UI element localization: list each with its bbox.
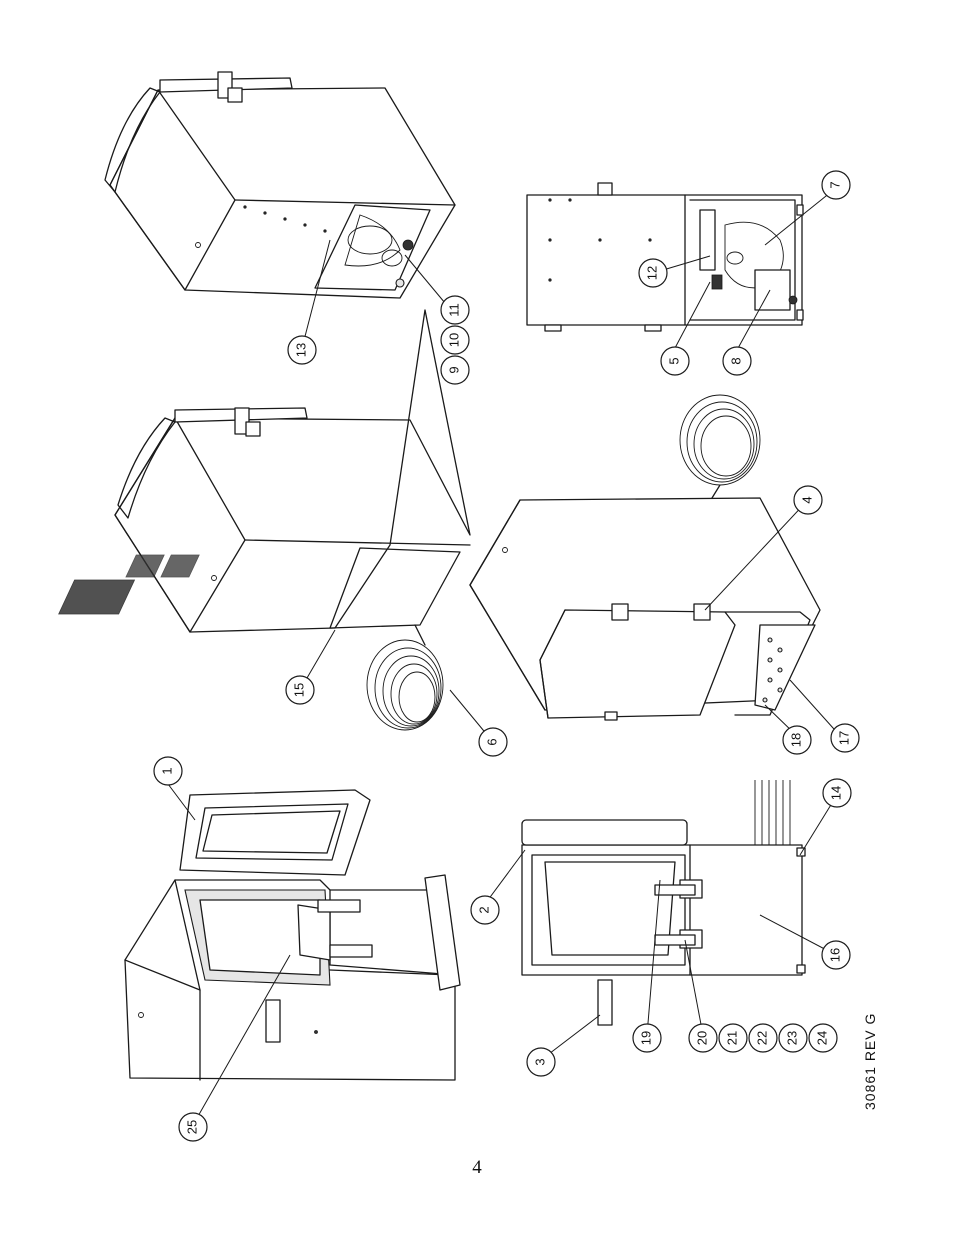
callout-4: 4 xyxy=(793,485,823,515)
callout-19: 19 xyxy=(632,1023,662,1053)
callout-14: 14 xyxy=(822,778,852,808)
svg-text:1: 1 xyxy=(159,767,174,774)
svg-text:17: 17 xyxy=(836,731,851,745)
callout-18: 18 xyxy=(782,725,812,755)
view-side-elevation xyxy=(526,182,804,332)
svg-text:19: 19 xyxy=(638,1031,653,1045)
callout-23: 23 xyxy=(778,1023,808,1053)
callout-3: 3 xyxy=(526,1047,556,1077)
view-open-door-iso xyxy=(124,789,461,1081)
callout-17: 17 xyxy=(830,723,860,753)
callout-7: 7 xyxy=(821,170,851,200)
svg-text:12: 12 xyxy=(644,266,659,280)
callout-25: 25 xyxy=(178,1112,208,1142)
page-number: 4 xyxy=(472,1157,482,1178)
svg-text:9: 9 xyxy=(446,366,461,373)
svg-text:14: 14 xyxy=(828,786,843,800)
callout-9: 9 xyxy=(440,355,470,385)
callout-8: 8 xyxy=(722,346,752,376)
svg-text:4: 4 xyxy=(799,496,814,503)
svg-text:16: 16 xyxy=(827,948,842,962)
svg-text:5: 5 xyxy=(666,357,681,364)
callout-10: 10 xyxy=(440,325,470,355)
callout-5: 5 xyxy=(660,346,690,376)
callout-12: 12 xyxy=(638,258,668,288)
svg-text:6: 6 xyxy=(484,738,499,745)
svg-text:23: 23 xyxy=(784,1031,799,1045)
drawing-revision-label: 30861 REV G xyxy=(862,1012,878,1110)
svg-text:13: 13 xyxy=(293,343,308,357)
view-front-elevation xyxy=(521,780,806,1026)
svg-text:8: 8 xyxy=(728,357,743,364)
callout-24: 24 xyxy=(808,1023,838,1053)
callout-11: 11 xyxy=(440,295,470,325)
callout-15: 15 xyxy=(285,675,315,705)
callout-16: 16 xyxy=(821,940,851,970)
svg-text:2: 2 xyxy=(476,906,491,913)
callout-6: 6 xyxy=(478,727,508,757)
view-rear-open-iso xyxy=(104,71,456,299)
svg-text:21: 21 xyxy=(724,1031,739,1045)
svg-text:11: 11 xyxy=(446,303,461,317)
svg-text:20: 20 xyxy=(694,1031,709,1045)
callout-1: 1 xyxy=(153,756,183,786)
callout-2: 2 xyxy=(470,895,500,925)
svg-text:22: 22 xyxy=(754,1031,769,1045)
callout-22: 22 xyxy=(748,1023,778,1053)
svg-text:15: 15 xyxy=(291,683,306,697)
view-rear-coil-iso xyxy=(58,309,471,731)
svg-text:10: 10 xyxy=(446,333,461,347)
svg-text:24: 24 xyxy=(814,1031,829,1045)
svg-text:25: 25 xyxy=(184,1120,199,1134)
svg-text:7: 7 xyxy=(827,181,842,188)
svg-text:18: 18 xyxy=(788,733,803,747)
callout-13: 13 xyxy=(287,335,317,365)
svg-text:3: 3 xyxy=(532,1058,547,1065)
view-front-iso xyxy=(469,394,821,721)
callout-21: 21 xyxy=(718,1023,748,1053)
callout-20: 20 xyxy=(688,1023,718,1053)
